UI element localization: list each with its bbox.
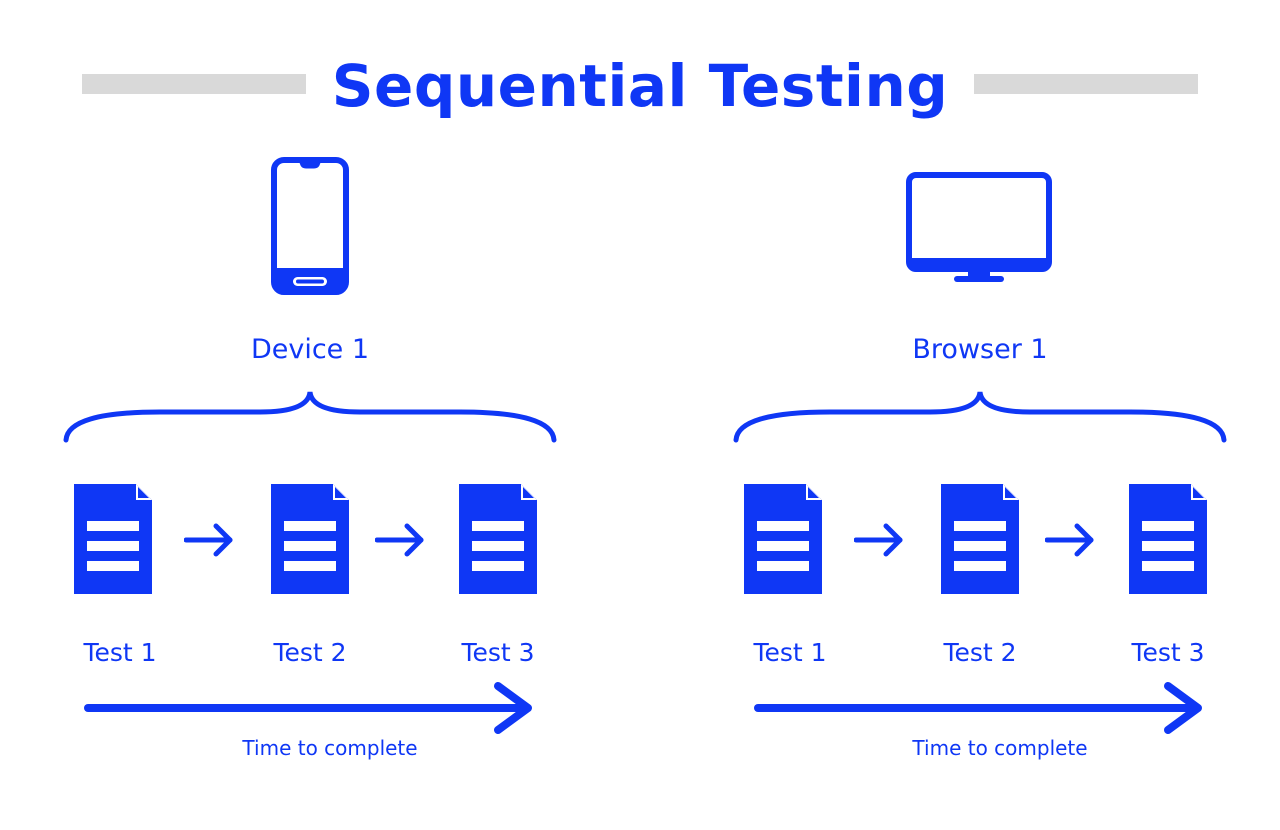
document-icon [74, 484, 152, 599]
test-label: Test 1 [753, 638, 827, 667]
smartphone-icon [270, 156, 350, 301]
test-label: Test 2 [943, 638, 1017, 667]
page-title: Sequential Testing [331, 52, 949, 120]
document-icon [941, 484, 1019, 599]
title-left-bar [82, 74, 306, 94]
timeline-arrow-icon [84, 682, 532, 734]
panel-browser: Browser 1 [670, 0, 1280, 830]
arrow-right-icon [183, 520, 236, 565]
subject-label: Browser 1 [912, 334, 1048, 365]
arrow-right-icon [1044, 520, 1097, 565]
document-icon [1129, 484, 1207, 599]
test-label: Test 2 [273, 638, 347, 667]
subject-label: Device 1 [250, 334, 370, 365]
test-label: Test 1 [83, 638, 157, 667]
timeline-arrow-icon [754, 682, 1202, 734]
title-right-bar [974, 74, 1198, 94]
arrow-right-icon [374, 520, 427, 565]
monitor-icon [906, 172, 1052, 289]
document-icon [744, 484, 822, 599]
panel-device: Device 1 [63, 156, 557, 760]
test-label: Test 3 [1131, 638, 1205, 667]
document-icon [459, 484, 537, 599]
time-label: Time to complete [912, 736, 1088, 760]
time-label: Time to complete [242, 736, 418, 760]
arrow-right-icon [853, 520, 906, 565]
curly-brace [733, 391, 1227, 443]
test-label: Test 3 [461, 638, 535, 667]
document-icon [271, 484, 349, 599]
curly-brace [63, 391, 557, 443]
